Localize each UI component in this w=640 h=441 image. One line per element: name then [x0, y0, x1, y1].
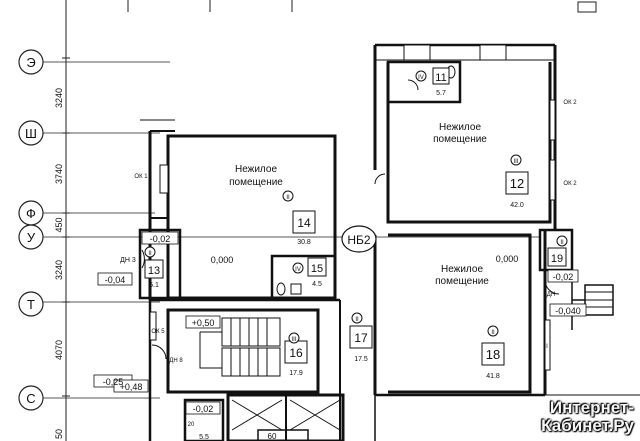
room-19-roman: II — [560, 240, 564, 246]
room-15-roman: IV — [295, 267, 301, 273]
stair-treads — [199, 317, 281, 377]
room-12-label-2: помещение — [433, 134, 487, 145]
top-edge-marks — [127, 0, 597, 13]
level-1: -0,02 — [150, 234, 171, 244]
room-18-label-2: помещение — [435, 276, 489, 287]
mark-roman-i: I — [546, 344, 548, 350]
room-11-area: 5.7 — [436, 90, 446, 97]
mark-b55: 5.5 — [199, 434, 209, 441]
mark-ok2-a: ОК 2 — [563, 100, 577, 106]
shaft-marks — [231, 399, 341, 431]
room-11-number: 11 — [435, 72, 446, 84]
level-10: -0,02 — [193, 404, 214, 414]
room-15-area: 4.5 — [312, 281, 322, 288]
dimension-3: 450 — [54, 217, 64, 232]
room-18-label-1: Нежилое — [441, 264, 483, 275]
dimension-4: 3240 — [54, 260, 64, 280]
room-18-area: 41.8 — [486, 373, 500, 380]
mark-ok2-b: ОК 2 — [563, 181, 577, 187]
room-14-label-1: Нежилое — [235, 164, 277, 175]
axis-label-f: Ф — [26, 206, 36, 221]
level-6: +0,48 — [120, 382, 143, 392]
level-2: 0,000 — [211, 255, 234, 265]
room-17-roman: II — [355, 317, 359, 323]
axis-lines — [43, 61, 540, 399]
room-13-roman: II — [148, 251, 152, 257]
room-14-area: 30.8 — [297, 239, 311, 246]
room-12-area: 42.0 — [510, 202, 524, 209]
watermark-line-1: Интернет- — [549, 398, 634, 417]
door-swings — [141, 79, 560, 360]
axis-bubbles — [18, 49, 44, 411]
section-mark-ring — [341, 225, 377, 253]
mark-dn3: ДН 3 — [120, 257, 136, 264]
level-5: -0,25 — [103, 377, 124, 387]
room-14-number: 14 — [297, 216, 311, 230]
room-13-area: 5.1 — [149, 282, 159, 289]
room-16-roman: III — [291, 337, 296, 343]
dimension-bottom: 50 — [54, 429, 64, 439]
room-15-number: 15 — [311, 263, 323, 275]
room-17-number: 17 — [354, 331, 368, 345]
room-12-number: 12 — [510, 176, 524, 191]
axis-label-s: С — [26, 391, 35, 406]
dimension-5: 4070 — [54, 340, 64, 360]
room-11-roman: IV — [418, 75, 424, 81]
mark-dn8: ДН 8 — [169, 358, 183, 364]
axis-label-e: Э — [26, 55, 35, 70]
level-9: -0,040 — [555, 306, 581, 316]
room-17-area: 17.5 — [354, 356, 368, 363]
watermark: Интернет- Кабинет.Ру — [541, 399, 634, 435]
dimension-2: 3740 — [54, 164, 64, 184]
room-18-number: 18 — [486, 347, 500, 362]
mark-dn: ДН — [547, 292, 555, 298]
watermark-line-2: Кабинет.Ру — [541, 416, 634, 435]
dimension-1: 3240 — [54, 88, 64, 108]
mark-b-top: 20 — [188, 422, 195, 428]
windows — [149, 44, 556, 371]
walls — [138, 43, 640, 441]
mark-ok1: ОК 1 — [134, 174, 148, 180]
room-16-number: 16 — [289, 346, 303, 360]
level-boxes — [93, 231, 587, 415]
level-4: +0,50 — [192, 318, 215, 328]
room-12-label-1: Нежилое — [439, 122, 481, 133]
axis-label-u: У — [27, 230, 36, 245]
level-3: -0,04 — [105, 275, 126, 285]
axis-label-t: Т — [27, 297, 35, 312]
room-19-number: 19 — [551, 253, 563, 265]
roman-circles — [144, 70, 568, 344]
room-12-roman: III — [513, 159, 518, 165]
room-14-label-2: помещение — [229, 177, 283, 188]
room-18-roman: II — [491, 330, 495, 336]
room-16-area: 17.9 — [289, 370, 303, 377]
axis-label-sh: Ш — [25, 126, 37, 141]
mark-b60: 60 — [268, 432, 277, 441]
level-8: -0,02 — [553, 272, 574, 282]
level-7: 0,000 — [496, 254, 519, 264]
room-14-roman: II — [286, 195, 290, 201]
room-13-number: 13 — [148, 265, 160, 277]
section-mark: НБ2 — [347, 233, 371, 247]
room-number-boxes — [144, 67, 567, 366]
mark-ok5: ОК 5 — [151, 329, 165, 335]
